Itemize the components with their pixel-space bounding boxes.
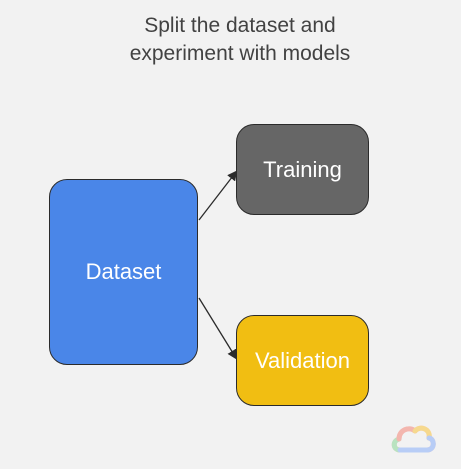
training-label: Training bbox=[263, 156, 342, 182]
arrow-dataset-to-validation bbox=[198, 297, 238, 360]
training-node: Training bbox=[236, 124, 369, 215]
slide-title-line-2: experiment with models bbox=[129, 42, 351, 65]
validation-node: Validation bbox=[236, 315, 369, 406]
google-cloud-logo-icon bbox=[391, 425, 436, 453]
dataset-node: Dataset bbox=[49, 179, 198, 365]
arrow-dataset-to-training bbox=[198, 170, 238, 221]
validation-label: Validation bbox=[255, 347, 350, 373]
slide-title: Split the dataset and experiment with mo… bbox=[40, 12, 440, 68]
slide-title-line-1: Split the dataset and bbox=[144, 14, 336, 37]
dataset-label: Dataset bbox=[85, 259, 162, 284]
